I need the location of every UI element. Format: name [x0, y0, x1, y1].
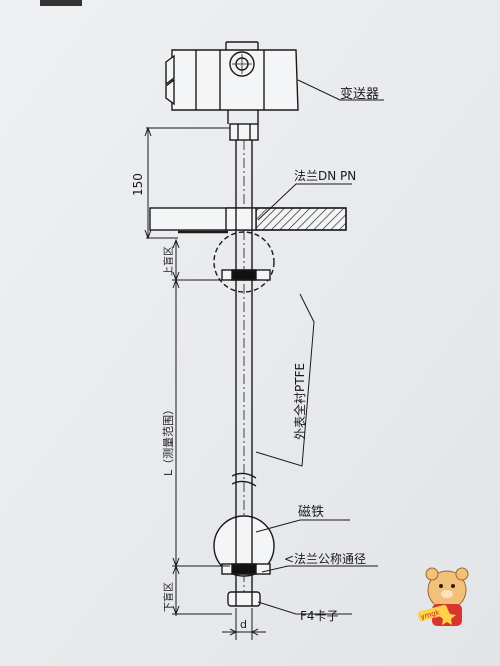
- label-measuring-range: L（测量范围）: [161, 404, 175, 476]
- label-flange: 法兰DN PN: [294, 169, 356, 183]
- label-lower-blind-zone: 下盲区: [162, 582, 175, 612]
- cropped-header-remnant: [40, 0, 82, 6]
- dimension-d: [222, 608, 266, 640]
- label-ptfe-lining: 外表全衬PTFE: [292, 363, 307, 440]
- label-d: d: [240, 618, 247, 631]
- dimension-150: [144, 126, 230, 240]
- label-f4-clip: F4卡子: [300, 609, 339, 623]
- label-magnet: 磁铁: [298, 505, 324, 520]
- flange: [149, 207, 347, 234]
- transmitter-housing: [165, 41, 299, 124]
- tube-break: [231, 472, 257, 487]
- dimension-vertical-chain: [172, 238, 232, 616]
- label-dimension-150: 150: [131, 173, 145, 196]
- label-upper-blind-zone: 上盲区: [162, 246, 175, 276]
- hex-nut: [229, 123, 259, 141]
- f4-clip: [227, 591, 261, 607]
- watermark-logo: ymgk: [417, 567, 469, 626]
- label-flange-nominal-bore: <法兰公称通径: [284, 552, 366, 566]
- label-transmitter: 变送器: [340, 86, 379, 102]
- upper-float: [213, 231, 275, 293]
- leader-lines: [255, 79, 384, 615]
- lower-float: [213, 515, 275, 577]
